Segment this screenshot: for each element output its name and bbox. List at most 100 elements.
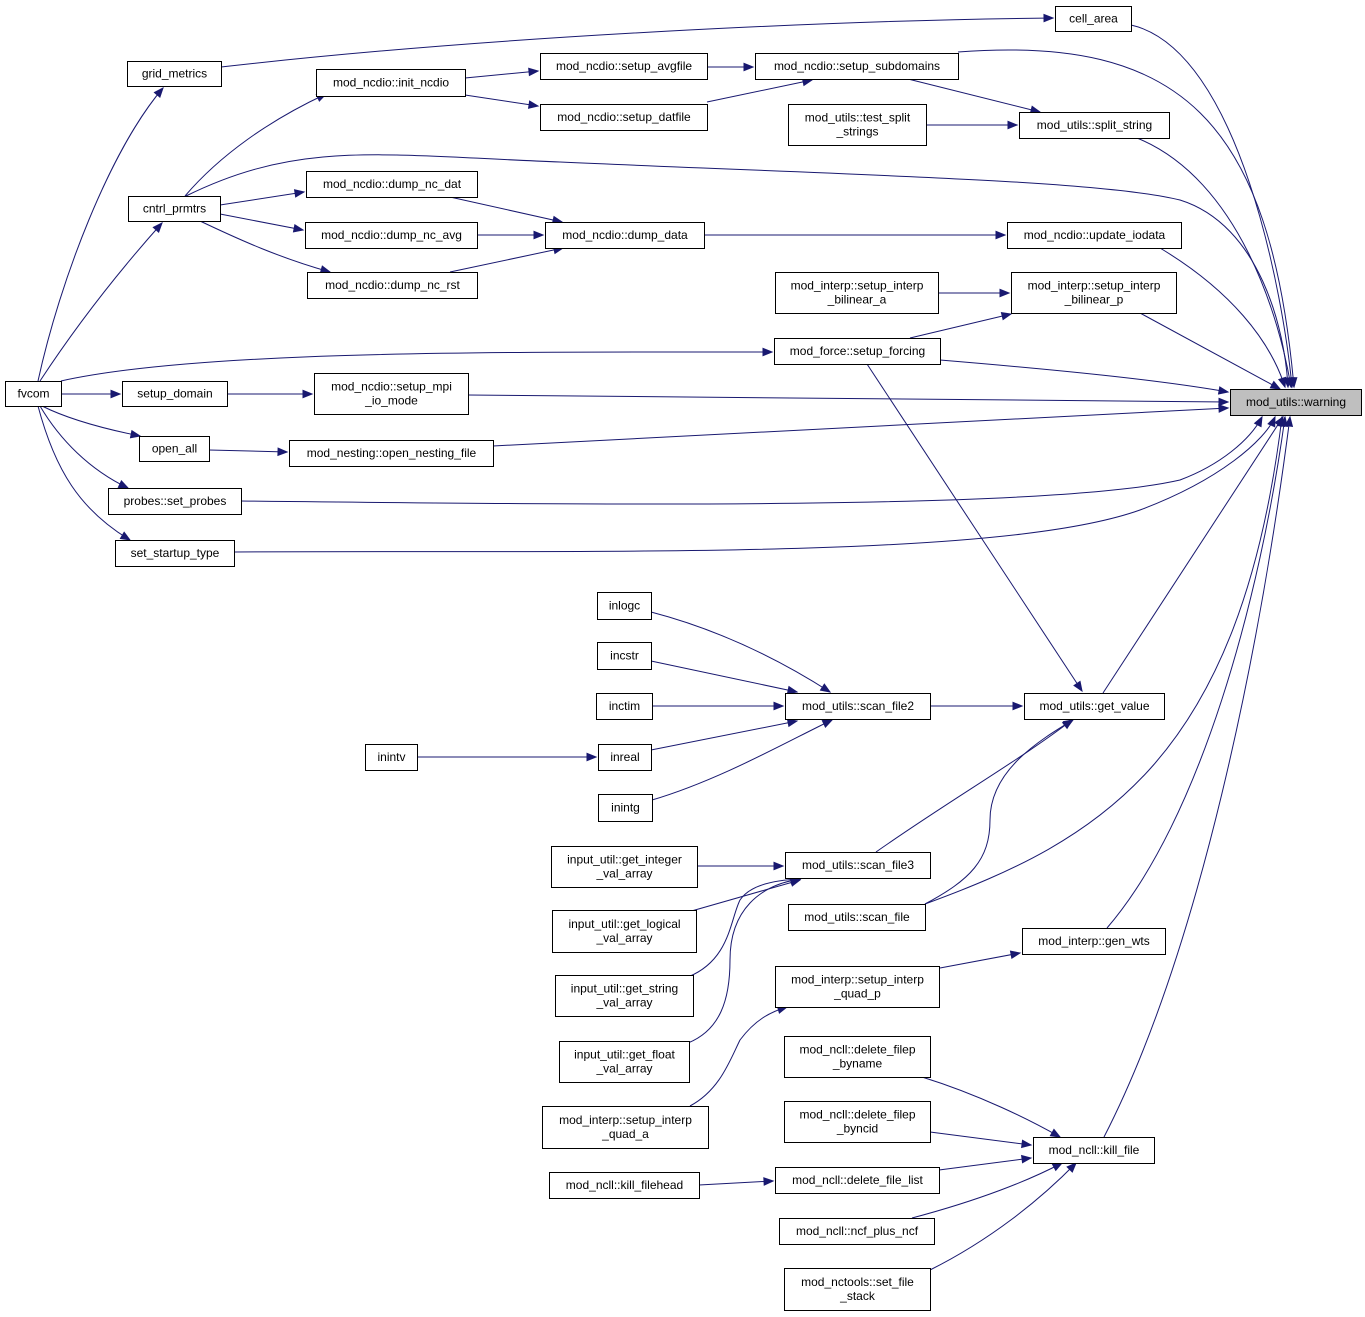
node-setup_forcing[interactable]: mod_force::setup_forcing bbox=[774, 338, 941, 365]
node-box bbox=[540, 104, 708, 131]
node-warning[interactable]: mod_utils::warning bbox=[1230, 389, 1362, 416]
node-setup_datfile[interactable]: mod_ncdio::setup_datfile bbox=[540, 104, 708, 131]
node-box bbox=[779, 1218, 935, 1245]
node-dump_nc_avg[interactable]: mod_ncdio::dump_nc_avg bbox=[305, 222, 478, 249]
node-update_iodata[interactable]: mod_ncdio::update_iodata bbox=[1007, 222, 1182, 249]
edge-line bbox=[184, 93, 327, 197]
edge-setup_forcing-to-warning bbox=[939, 359, 1230, 395]
node-quad_a[interactable]: mod_interp::setup_interp_quad_a bbox=[542, 1106, 709, 1149]
node-dump_data[interactable]: mod_ncdio::dump_data bbox=[545, 222, 705, 249]
node-set_startup_type[interactable]: set_startup_type bbox=[115, 540, 235, 567]
arrowhead-icon bbox=[1253, 415, 1263, 428]
node-inlogc[interactable]: inlogc bbox=[597, 592, 652, 620]
node-inctim[interactable]: inctim bbox=[596, 693, 653, 720]
edge-line bbox=[39, 222, 163, 382]
node-split_string[interactable]: mod_utils::split_string bbox=[1019, 112, 1170, 139]
node-get_string[interactable]: input_util::get_string_val_array bbox=[555, 975, 694, 1017]
node-label: open_all bbox=[152, 442, 197, 456]
node-test_split[interactable]: mod_utils::test_split_strings bbox=[788, 104, 927, 146]
node-get_integer[interactable]: input_util::get_integer_val_array bbox=[551, 846, 698, 888]
node-label: mod_ncdio::dump_data bbox=[562, 228, 688, 242]
edge-open_all-to-open_nesting_file bbox=[208, 447, 289, 457]
arrowhead-icon bbox=[1007, 120, 1019, 130]
node-label: mod_utils::warning bbox=[1246, 395, 1346, 409]
node-get_logical[interactable]: input_util::get_logical_val_array bbox=[552, 910, 697, 953]
node-box bbox=[306, 171, 478, 198]
node-ncf_plus_ncf[interactable]: mod_ncll::ncf_plus_ncf bbox=[779, 1218, 935, 1245]
node-label: mod_ncll::kill_file bbox=[1049, 1143, 1140, 1157]
edge-line bbox=[37, 87, 164, 382]
edge-fvcom-to-set_startup_type bbox=[37, 405, 132, 541]
edge-line bbox=[467, 394, 1229, 403]
node-box bbox=[775, 1167, 940, 1194]
node-label: inintg bbox=[611, 801, 640, 815]
node-label: input_util::get_string bbox=[571, 982, 678, 996]
edge-line bbox=[687, 879, 801, 913]
node-box bbox=[545, 222, 705, 249]
node-get_float[interactable]: input_util::get_float_val_array bbox=[559, 1041, 690, 1083]
node-box bbox=[122, 381, 228, 407]
edge-setup_subdomains-to-split_string bbox=[907, 78, 1042, 114]
edge-line bbox=[1130, 24, 1293, 388]
node-fvcom[interactable]: fvcom bbox=[5, 381, 62, 407]
node-cell_area[interactable]: cell_area bbox=[1055, 6, 1132, 32]
node-cntrl_prmtrs[interactable]: cntrl_prmtrs bbox=[128, 196, 221, 222]
node-kill_filehead[interactable]: mod_ncll::kill_filehead bbox=[549, 1172, 700, 1199]
arrowhead-icon bbox=[1217, 386, 1230, 395]
edge-line bbox=[37, 405, 131, 541]
node-label: incstr bbox=[610, 649, 639, 663]
node-label: mod_ncdio::setup_subdomains bbox=[774, 59, 940, 73]
node-setup_subdomains[interactable]: mod_ncdio::setup_subdomains bbox=[755, 53, 959, 80]
arrowhead-icon bbox=[1218, 397, 1230, 407]
node-box bbox=[1033, 1137, 1155, 1164]
node-label: mod_ncdio::setup_mpi bbox=[331, 380, 452, 394]
node-kill_file[interactable]: mod_ncll::kill_file bbox=[1033, 1137, 1155, 1164]
node-open_all[interactable]: open_all bbox=[139, 436, 210, 462]
node-delete_file_list[interactable]: mod_ncll::delete_file_list bbox=[775, 1167, 940, 1194]
node-scan_file3[interactable]: mod_utils::scan_file3 bbox=[785, 852, 931, 879]
edge-incstr-to-scan_file2 bbox=[650, 660, 799, 695]
node-init_ncdio[interactable]: mod_ncdio::init_ncdio bbox=[316, 69, 466, 97]
node-scan_file2[interactable]: mod_utils::scan_file2 bbox=[785, 693, 931, 720]
node-bilinear_p[interactable]: mod_interp::setup_interp_bilinear_p bbox=[1011, 272, 1177, 314]
node-dump_nc_dat[interactable]: mod_ncdio::dump_nc_dat bbox=[306, 171, 478, 198]
edge-line bbox=[1106, 416, 1286, 929]
node-box bbox=[755, 53, 959, 80]
node-bilinear_a[interactable]: mod_interp::setup_interp_bilinear_a bbox=[775, 272, 939, 314]
node-delete_filep_byncid[interactable]: mod_ncll::delete_filep_byncid bbox=[784, 1101, 931, 1143]
node-set_file_stack[interactable]: mod_nctools::set_file_stack bbox=[784, 1268, 931, 1311]
node-label: mod_ncll::delete_file_list bbox=[792, 1173, 923, 1187]
node-dump_nc_rst[interactable]: mod_ncdio::dump_nc_rst bbox=[307, 272, 478, 299]
node-inintg[interactable]: inintg bbox=[598, 794, 653, 822]
node-quad_p[interactable]: mod_interp::setup_interp_quad_p bbox=[775, 966, 940, 1008]
node-setup_mpi_io_mode[interactable]: mod_ncdio::setup_mpi_io_mode bbox=[314, 373, 469, 415]
edge-line bbox=[233, 416, 1276, 553]
edge-cntrl_prmtrs-to-dump_nc_avg bbox=[219, 213, 305, 233]
arrowhead-icon bbox=[786, 685, 799, 695]
node-box bbox=[549, 1172, 700, 1199]
edge-scan_file-to-get_value bbox=[924, 719, 1075, 905]
arrowhead-icon bbox=[293, 189, 306, 198]
node-box bbox=[784, 1268, 931, 1311]
node-get_value[interactable]: mod_utils::get_value bbox=[1024, 693, 1165, 720]
node-inintv[interactable]: inintv bbox=[365, 744, 418, 771]
node-delete_filep_byname[interactable]: mod_ncll::delete_filep_byname bbox=[784, 1036, 931, 1078]
node-gen_wts[interactable]: mod_interp::gen_wts bbox=[1022, 928, 1166, 955]
node-open_nesting_file[interactable]: mod_nesting::open_nesting_file bbox=[289, 440, 494, 467]
node-grid_metrics[interactable]: grid_metrics bbox=[127, 61, 222, 87]
node-label: input_util::get_logical bbox=[568, 917, 680, 931]
edge-line bbox=[957, 49, 1295, 388]
arrowhead-icon bbox=[773, 861, 785, 871]
edge-cell_area-to-warning bbox=[1130, 24, 1296, 389]
node-set_probes[interactable]: probes::set_probes bbox=[108, 488, 242, 515]
node-incstr[interactable]: incstr bbox=[597, 642, 652, 670]
node-scan_file[interactable]: mod_utils::scan_file bbox=[788, 904, 926, 931]
node-label: mod_ncdio::dump_nc_rst bbox=[325, 278, 460, 292]
node-inreal[interactable]: inreal bbox=[598, 744, 652, 771]
node-box bbox=[555, 975, 694, 1017]
node-box bbox=[784, 1036, 931, 1078]
node-label: _byncid bbox=[836, 1122, 878, 1136]
edge-line bbox=[929, 1162, 1077, 1271]
node-setup_avgfile[interactable]: mod_ncdio::setup_avgfile bbox=[540, 53, 708, 80]
node-setup_domain[interactable]: setup_domain bbox=[122, 381, 228, 407]
